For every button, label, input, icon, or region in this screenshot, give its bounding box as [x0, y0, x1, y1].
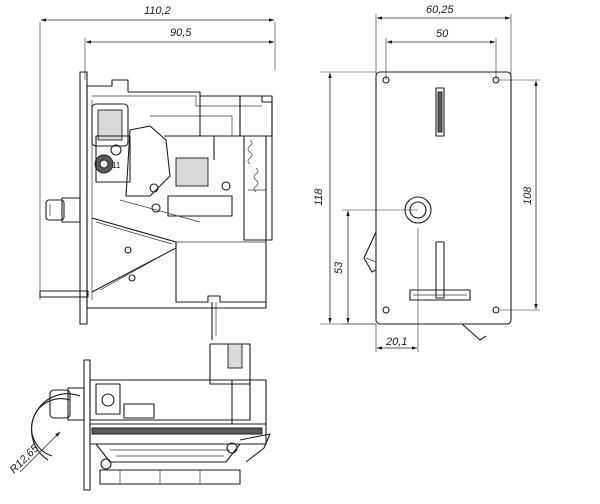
mounting-hole	[382, 76, 390, 84]
front-plate-face	[375, 71, 512, 325]
front-plate	[79, 71, 88, 325]
bottom-button	[49, 387, 85, 421]
return-slot	[409, 241, 471, 301]
coil-housing	[175, 157, 209, 187]
dimension-front-hole-spacing: 50	[385, 28, 497, 80]
screw	[226, 442, 238, 454]
dimension-front-slot-offset: 20,1	[375, 228, 419, 352]
screw	[221, 181, 231, 191]
spring	[247, 139, 253, 165]
coin-ramp	[91, 217, 177, 293]
dimension-side-overall-width: 110,2	[39, 5, 276, 300]
label-20-1: 20,1	[385, 336, 407, 348]
pivot	[101, 393, 115, 407]
label-90-5: 90,5	[170, 27, 192, 39]
svg-text:11: 11	[112, 161, 121, 170]
front-view: 60,25 50 118 108 53	[313, 4, 540, 352]
coin-button	[45, 197, 81, 223]
side-bracket	[363, 231, 377, 273]
screw	[151, 203, 161, 213]
dimension-front-overall-width: 60,25	[375, 4, 512, 74]
spring	[253, 167, 259, 193]
pivot	[110, 144, 122, 156]
label-r12-65: R12,65	[8, 442, 42, 476]
bottom-mechanism	[89, 343, 271, 485]
screw	[128, 274, 136, 282]
dimension-front-slot-height: 53	[333, 209, 418, 325]
mounting-hole	[492, 76, 500, 84]
dimension-radius: R12,65	[8, 393, 81, 476]
upper-mechanism: 11	[91, 95, 273, 241]
label-118: 118	[313, 188, 325, 206]
label-53: 53	[333, 261, 345, 274]
coin-slot	[435, 87, 445, 137]
reject-lever	[39, 290, 89, 298]
label-110-2: 110,2	[144, 5, 171, 17]
label-60-25: 60,25	[426, 4, 454, 16]
screw	[124, 246, 132, 254]
screw	[100, 458, 112, 470]
mounting-hole	[382, 306, 390, 314]
bottom-lever	[461, 323, 487, 341]
label-108: 108	[522, 186, 534, 205]
dimension-side-body-width: 90,5	[84, 27, 275, 80]
screw	[149, 183, 159, 193]
bottom-view: R12,65	[8, 343, 271, 491]
bottom-front-plate	[83, 359, 91, 491]
dimension-front-hole-height: 108	[500, 79, 540, 311]
front-button	[404, 196, 432, 224]
label-50: 50	[436, 28, 449, 40]
mounting-hole	[492, 306, 500, 314]
dimension-front-height: 118	[313, 71, 376, 325]
connector-tab	[227, 343, 243, 369]
side-view: 110,2 90,5	[39, 5, 276, 340]
